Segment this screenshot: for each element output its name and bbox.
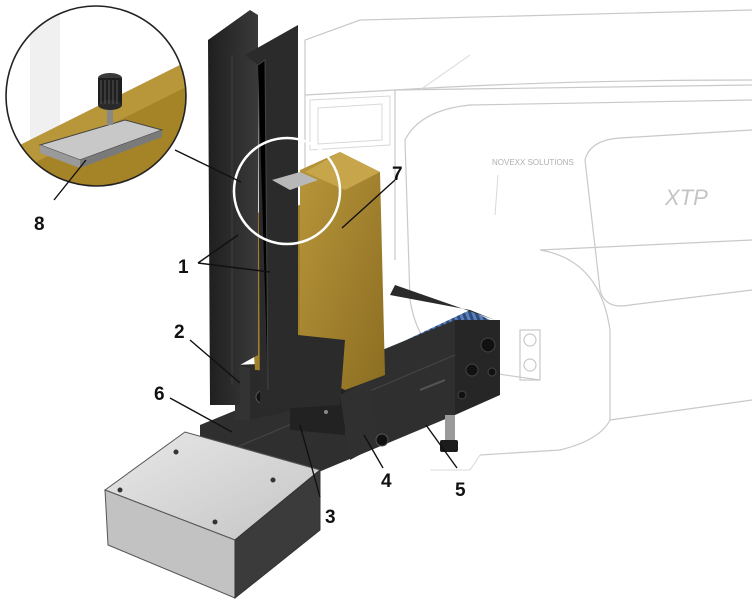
side-stop bbox=[340, 380, 389, 460]
detail-highlight-circle bbox=[232, 136, 342, 246]
printer-model-label: XTP bbox=[664, 185, 708, 210]
callout-1: 1 bbox=[178, 257, 189, 278]
callout-7: 7 bbox=[392, 164, 403, 185]
callout-2: 2 bbox=[174, 322, 185, 343]
printer-outline: NOVEXX SOLUTIONS XTP bbox=[304, 9, 752, 471]
zoom-inset bbox=[5, 5, 242, 187]
leader-lines bbox=[53, 159, 458, 498]
callout-5: 5 bbox=[455, 480, 466, 501]
callout-8: 8 bbox=[34, 214, 45, 235]
callout-numbers: 1 2 3 4 5 6 7 8 bbox=[34, 164, 466, 528]
callout-6: 6 bbox=[154, 384, 165, 405]
stack-guide-plates bbox=[208, 10, 345, 410]
callout-3: 3 bbox=[325, 507, 336, 528]
callout-4: 4 bbox=[381, 471, 392, 492]
printer-brand-label: NOVEXX SOLUTIONS bbox=[492, 158, 574, 167]
stop-plate-small bbox=[272, 172, 318, 190]
leveling-foot bbox=[440, 415, 458, 452]
cover-box bbox=[103, 431, 322, 600]
